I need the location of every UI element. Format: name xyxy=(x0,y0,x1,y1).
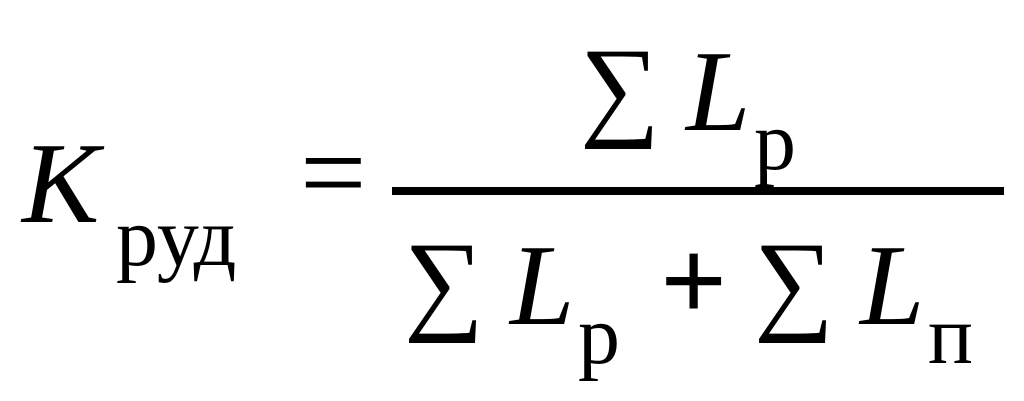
denominator-term2-symbol: L xyxy=(860,222,925,350)
denominator-term1-symbol: L xyxy=(510,222,575,350)
lhs-subscript: руд xyxy=(116,191,237,284)
numerator-symbol: L xyxy=(686,28,751,156)
equals-sign: = xyxy=(300,107,367,238)
numerator-sum-symbol: ∑ xyxy=(580,26,660,150)
plus-sign: + xyxy=(660,215,728,346)
numerator-subscript: р xyxy=(754,95,796,188)
lhs-symbol: K xyxy=(22,120,100,248)
denominator-term2-subscript: п xyxy=(928,289,973,382)
denominator-term1-sum-symbol: ∑ xyxy=(404,220,484,344)
denominator-term1-subscript: р xyxy=(578,289,620,382)
fraction-bar xyxy=(392,187,1004,195)
denominator-term2-sum-symbol: ∑ xyxy=(754,220,834,344)
